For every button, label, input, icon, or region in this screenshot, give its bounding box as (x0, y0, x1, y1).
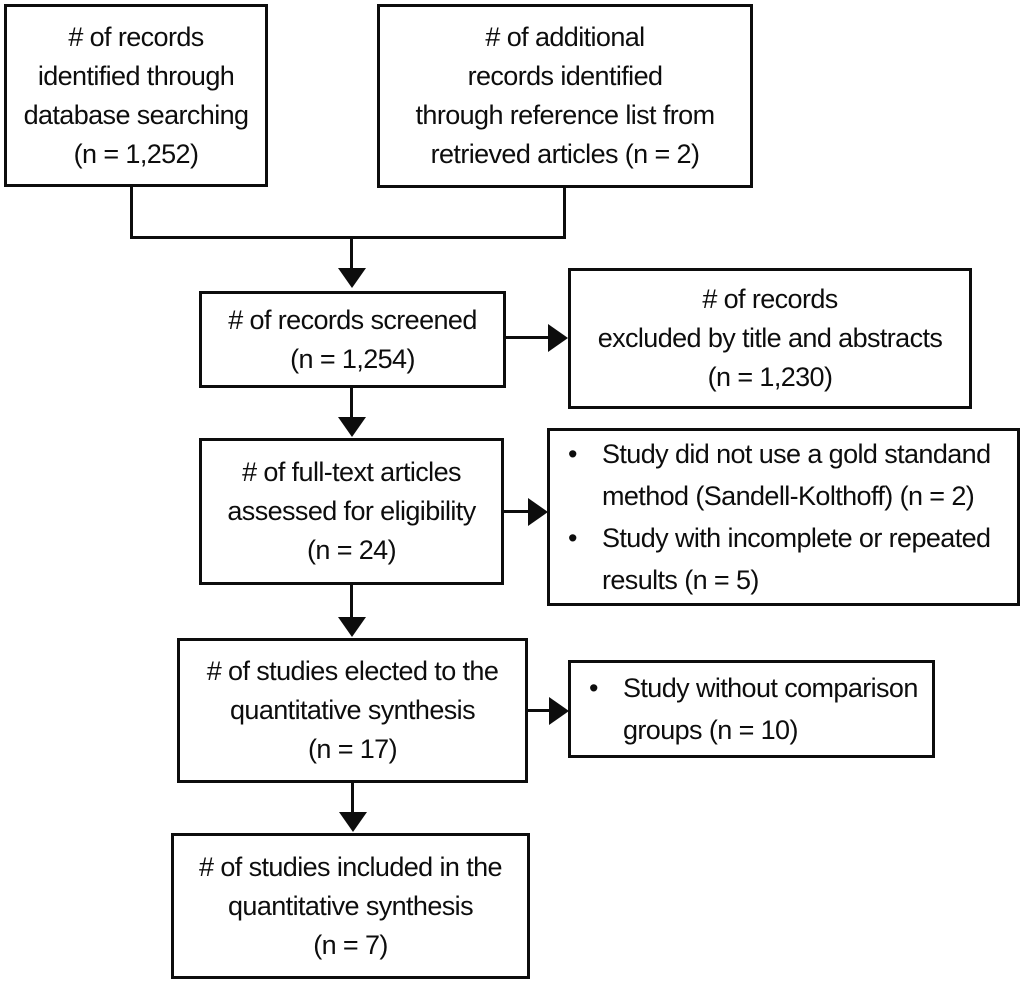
box-studies-included: # of studies included in the quantitativ… (171, 833, 530, 979)
box-text-line: # of additional (485, 22, 645, 52)
connector-line (350, 583, 353, 619)
box-text-line: (n = 24) (306, 535, 397, 565)
box-text-line: identified through (37, 60, 235, 91)
box-fulltext-assessed: # of full-text articles assessed for eli… (199, 438, 504, 585)
connector-line (503, 510, 530, 513)
box-text-line: # of studies included in the (199, 851, 503, 882)
connector-line (527, 709, 552, 712)
box-studies-elected: # of studies elected to the quantitative… (177, 638, 528, 783)
down-arrow-icon (339, 812, 367, 832)
bullet-icon: • (568, 523, 577, 553)
box-text-line: (n = 17) (307, 734, 398, 764)
box-text-line: quantitative synthesis (230, 695, 476, 725)
box-records-excluded: # of records excluded by title and abstr… (568, 268, 972, 409)
right-arrow-icon (528, 498, 548, 526)
right-arrow-icon (548, 324, 568, 352)
down-arrow-icon (338, 617, 366, 637)
connector-line (350, 386, 353, 419)
bullet-text: Study did not use a gold standand method… (602, 439, 991, 511)
box-text-line: excluded by title and abstracts (597, 323, 943, 353)
down-arrow-icon (338, 268, 366, 288)
bullet-text: Study with incomplete or repeated result… (602, 523, 991, 595)
box-text-line: # of full-text articles (242, 457, 461, 487)
box-text-line: through reference list from (415, 100, 716, 130)
bullet-icon: • (568, 439, 577, 469)
list-item: • Study did not use a gold standand meth… (562, 433, 1009, 517)
connector-line (351, 781, 354, 814)
box-text-line: # of records (68, 21, 204, 52)
box-records-identified: # of records identified through database… (4, 4, 268, 187)
box-text-line: retrieved articles (n = 2) (430, 139, 700, 169)
box-no-comparison-exclusion: • Study without comparison groups (n = 1… (568, 660, 935, 758)
box-text-line: assessed for eligibility (227, 496, 476, 526)
box-text-line: (n = 1,252) (73, 138, 199, 169)
list-item: • Study without comparison groups (n = 1… (583, 667, 924, 751)
bullet-text: Study without comparison groups (n = 10) (623, 673, 918, 745)
box-text-line: # of records (702, 284, 838, 314)
down-arrow-icon (338, 417, 366, 437)
box-text-line: # of records screened (228, 304, 477, 335)
connector-line (563, 186, 566, 239)
connector-line (505, 336, 550, 339)
box-fulltext-exclusion-reasons: • Study did not use a gold standand meth… (547, 428, 1020, 606)
connector-line (350, 236, 353, 270)
list-item: • Study with incomplete or repeated resu… (562, 517, 1009, 601)
box-text-line: records identified (467, 61, 663, 91)
bullet-icon: • (589, 673, 598, 703)
box-records-screened: # of records screened (n = 1,254) (199, 291, 506, 388)
box-text-line: database searching (23, 99, 249, 130)
box-additional-records: # of additional records identified throu… (377, 4, 753, 188)
box-text-line: (n = 7) (313, 929, 388, 960)
right-arrow-icon (549, 697, 569, 725)
connector-line (130, 236, 566, 239)
box-text-line: quantitative synthesis (228, 890, 474, 921)
box-text-line: (n = 1,254) (290, 343, 415, 374)
box-text-line: # of studies elected to the (206, 656, 499, 686)
connector-line (130, 185, 133, 239)
box-text-line: (n = 1,230) (707, 362, 833, 392)
